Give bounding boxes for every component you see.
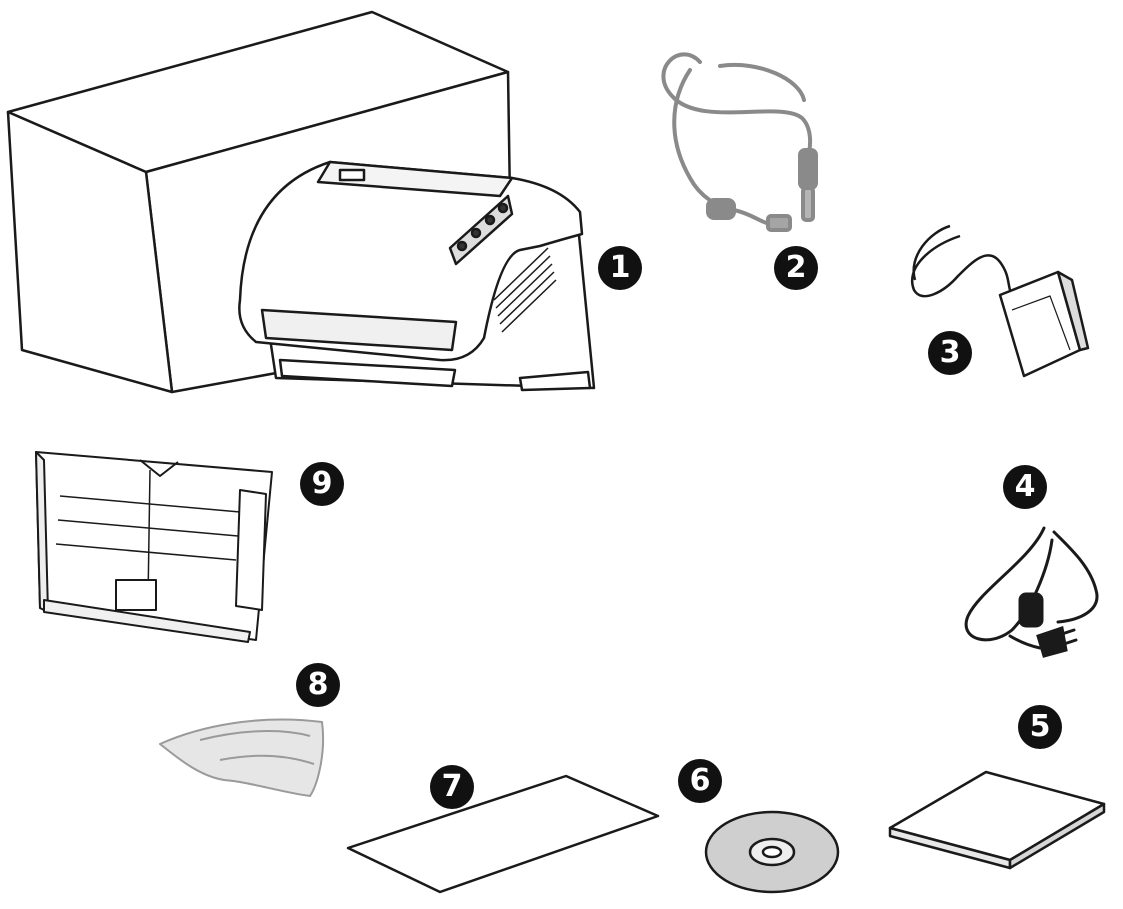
item-number-8: 8: [296, 663, 340, 707]
cleaning-cloth-icon: [159, 718, 325, 797]
cd-rom-icon: [704, 810, 840, 894]
item-number-5: 5: [1018, 705, 1062, 749]
power-cord-icon: [964, 526, 1099, 658]
item-number-4: 4: [1003, 465, 1047, 509]
item-number-3: 3: [928, 331, 972, 375]
usb-cable-icon: [661, 52, 818, 232]
paper-tray-icon: [35, 451, 273, 643]
item-number-6: 6: [678, 759, 722, 803]
item-number-1: 1: [598, 246, 642, 290]
power-adapter-icon: [911, 224, 1090, 378]
item-number-9: 9: [300, 462, 344, 506]
quick-guide-icon: [888, 770, 1106, 870]
item-number-2: 2: [774, 246, 818, 290]
scanner-icon: [238, 160, 596, 392]
item-number-7: 7: [430, 765, 474, 809]
calibration-sheet-icon: [346, 774, 660, 894]
